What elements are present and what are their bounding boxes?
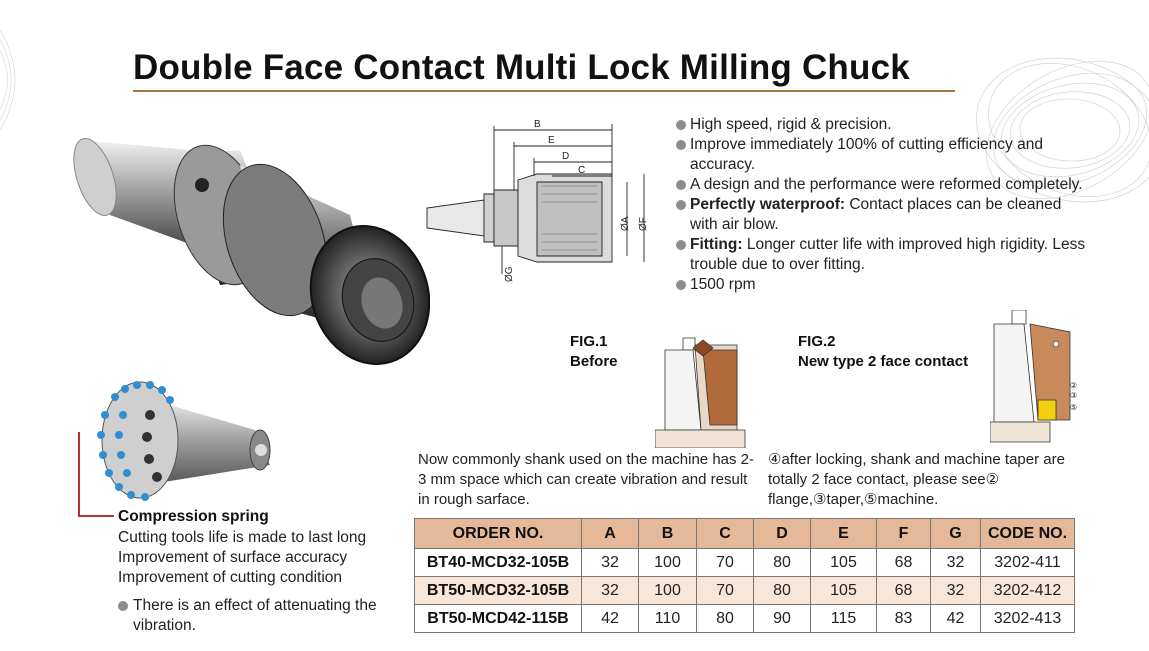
dimension-label-c: C — [578, 165, 585, 176]
table-cell: 105 — [810, 576, 877, 605]
column-header: F — [876, 518, 931, 549]
fig2-diagram: ② ③ ⑤ — [990, 310, 1077, 443]
column-header: B — [638, 518, 697, 549]
column-header: G — [930, 518, 981, 549]
table-cell: 32 — [930, 576, 981, 605]
code-no-cell: 3202-412 — [980, 576, 1075, 605]
dimension-label-e: E — [548, 135, 555, 146]
spring-callout-line — [78, 432, 114, 517]
dimension-label-a: ØA — [620, 216, 631, 231]
table-cell: 68 — [876, 576, 931, 605]
feature-item: Improve immediately 100% of cutting effi… — [676, 135, 1086, 175]
table-row: BT50-MCD32-105B 32 100 70 80 105 68 32 3… — [414, 576, 1075, 605]
table-cell: 70 — [696, 548, 754, 577]
table-cell: 115 — [810, 604, 877, 633]
order-no-cell: BT50-MCD32-105B — [414, 576, 582, 605]
dimension-label-f: ØF — [638, 217, 649, 231]
feature-item: A design and the performance were reform… — [676, 175, 1086, 195]
feature-list: High speed, rigid & precision. Improve i… — [676, 115, 1086, 295]
table-header-row: ORDER NO. A B C D E F G CODE NO. — [414, 518, 1075, 549]
table-cell: 90 — [753, 604, 811, 633]
fig2-callout-3: ③ — [1070, 391, 1077, 400]
dimension-label-g: ØG — [504, 266, 515, 282]
column-header: CODE NO. — [980, 518, 1075, 549]
table-cell: 68 — [876, 548, 931, 577]
bullet-icon — [676, 200, 686, 210]
feature-item: High speed, rigid & precision. — [676, 115, 1086, 135]
column-header: C — [696, 518, 754, 549]
table-row: BT40-MCD32-105B 32 100 70 80 105 68 32 3… — [414, 548, 1075, 577]
page-title: Double Face Contact Multi Lock Milling C… — [133, 48, 910, 87]
decorative-swirl-left — [0, 29, 16, 131]
fig1-note: Now commonly shank used on the machine h… — [418, 451, 755, 508]
bullet-icon — [118, 601, 128, 611]
dimension-label-b: B — [534, 119, 541, 130]
spring-benefit: Cutting tools life is made to last long — [118, 529, 367, 546]
dimension-drawing: B E D C ØA ØF ØG — [426, 119, 649, 282]
spring-title: Compression spring — [118, 508, 269, 525]
fig1-diagram — [655, 337, 746, 448]
spring-benefits: Cutting tools life is made to last long … — [118, 528, 366, 588]
spring-note: There is an effect of attenuating the vi… — [118, 596, 433, 636]
decorative-swirl — [976, 57, 1149, 203]
bullet-icon — [676, 240, 686, 250]
fig2-subtitle: New type 2 face contact — [798, 353, 969, 370]
spring-note-text: There is an effect of attenuating the vi… — [133, 597, 377, 634]
feature-item: Fitting: Longer cutter life with improve… — [676, 235, 1086, 275]
fig2-note: ④after locking, shank and machine taper … — [768, 451, 1065, 508]
table-row: BT50-MCD42-115B 42 110 80 90 115 83 42 3… — [414, 604, 1075, 633]
spring-benefit: Improvement of cutting condition — [118, 569, 343, 586]
table-cell: 70 — [696, 576, 754, 605]
code-no-cell: 3202-411 — [980, 548, 1075, 577]
column-header: E — [810, 518, 877, 549]
fig2-callout-5: ⑤ — [1070, 403, 1077, 412]
table-cell: 83 — [876, 604, 931, 633]
fig2-callout-2: ② — [1070, 381, 1077, 390]
code-no-cell: 3202-413 — [980, 604, 1075, 633]
spring-benefit: Improvement of surface accuracy — [118, 549, 348, 566]
table-cell: 80 — [753, 548, 811, 577]
table-cell: 42 — [581, 604, 639, 633]
table-cell: 100 — [638, 548, 697, 577]
table-cell: 32 — [581, 576, 639, 605]
compression-spring-image — [97, 381, 271, 501]
bullet-icon — [676, 120, 686, 130]
table-cell: 32 — [581, 548, 639, 577]
bullet-icon — [676, 280, 686, 290]
fig1-subtitle: Before — [570, 353, 618, 370]
table-cell: 100 — [638, 576, 697, 605]
spec-table: ORDER NO. A B C D E F G CODE NO. BT40-MC… — [414, 518, 1075, 633]
column-header: ORDER NO. — [414, 518, 582, 549]
bullet-icon — [676, 140, 686, 150]
bullet-icon — [676, 180, 686, 190]
table-cell: 42 — [930, 604, 981, 633]
table-cell: 32 — [930, 548, 981, 577]
fig2-label: FIG.2 — [798, 333, 836, 350]
column-header: A — [581, 518, 639, 549]
table-cell: 105 — [810, 548, 877, 577]
feature-item: 1500 rpm — [676, 275, 1086, 295]
milling-chuck-image — [73, 138, 430, 365]
feature-item: Perfectly waterproof: Contact places can… — [676, 195, 1086, 235]
table-cell: 80 — [753, 576, 811, 605]
column-header: D — [753, 518, 811, 549]
table-cell: 80 — [696, 604, 754, 633]
table-cell: 110 — [638, 604, 697, 633]
fig1-label: FIG.1 — [570, 333, 608, 350]
title-underline — [133, 90, 955, 92]
order-no-cell: BT40-MCD32-105B — [414, 548, 582, 577]
order-no-cell: BT50-MCD42-115B — [414, 604, 582, 633]
dimension-label-d: D — [562, 151, 569, 162]
